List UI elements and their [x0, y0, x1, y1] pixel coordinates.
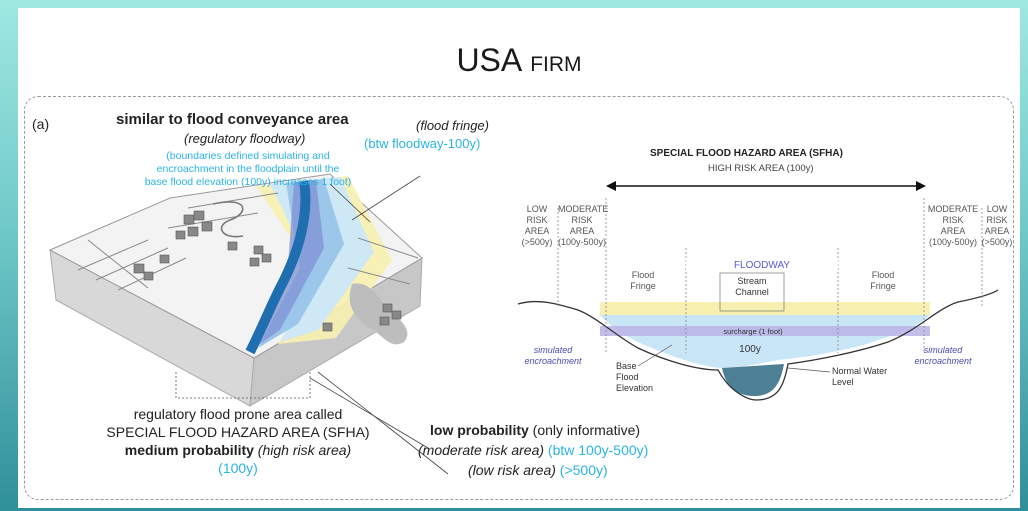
cross-section-illustration [517, 181, 999, 401]
sfha-bracket [175, 372, 311, 399]
conveyance-desc-3: base flood elevation (100y) increases 1 … [144, 176, 352, 188]
pointer-line [329, 183, 371, 223]
channel-dark [722, 364, 784, 396]
low-rest: (only informative) [528, 422, 641, 438]
title-main: USA [456, 42, 523, 78]
winding-road [212, 201, 244, 238]
fringe-title: (flood fringe) [416, 118, 489, 133]
conveyance-desc-1: (boundaries defined simulating and [166, 150, 330, 162]
medium-bold: medium probability [124, 442, 254, 458]
lowrisk-range: (>500y) [555, 462, 608, 478]
pointer-line [637, 344, 673, 367]
conveyance-title: similar to flood conveyance area [116, 111, 349, 128]
stream-channel [245, 180, 311, 355]
slide: USA FIRM [18, 8, 1020, 508]
medium-probability: medium probability (high risk area) [88, 442, 388, 458]
sfha-line-2: SPECIAL FLOOD HAZARD AREA (SFHA) [106, 424, 370, 440]
moderate-risk: (moderate risk area) (btw 100y-500y) [418, 442, 648, 458]
surcharge-band [600, 326, 930, 336]
medium-period: (100y) [218, 460, 258, 476]
conveyance-subtitle: (regulatory floodway) [184, 131, 306, 146]
sfha-line-1: regulatory flood prone area called [133, 406, 343, 422]
pointer-line [351, 175, 421, 221]
stream-channel-box [719, 272, 785, 312]
moderate-range: (btw 100y-500y) [544, 442, 649, 458]
surcharge-label: surcharge (1 foot) [723, 327, 783, 336]
medium-rest: (high risk area) [253, 442, 352, 458]
high-risk-label: HIGH RISK AREA (100y) [708, 163, 814, 174]
period-100y: 100y [739, 344, 761, 355]
figure-frame [24, 96, 1014, 500]
pointer-line [317, 371, 449, 475]
low-bold: low probability [430, 422, 529, 438]
fringe-range: (btw floodway-100y) [364, 136, 481, 151]
slide-title: USA FIRM [18, 42, 1020, 79]
lowrisk-text: (low risk area) [468, 462, 556, 478]
building-cluster [133, 210, 402, 332]
sfha-title: SPECIAL FLOOD HAZARD AREA (SFHA) [650, 148, 843, 159]
zone-dividers [557, 198, 983, 353]
floodway-label: FLOODWAY [686, 260, 838, 271]
moderate-text: (moderate risk area) [418, 442, 545, 458]
panel-label: (a) [32, 116, 50, 132]
low-risk: (low risk area) (>500y) [468, 462, 608, 478]
fringe-band [600, 302, 930, 315]
title-sub: FIRM [530, 53, 582, 76]
low-probability: low probability (only informative) [430, 422, 640, 438]
pointer-line [787, 367, 831, 373]
pointer-line [309, 377, 429, 449]
grey-lake [349, 283, 408, 345]
conveyance-desc-2: encroachment in the floodplain until the [156, 163, 340, 175]
ground-profile [517, 289, 999, 401]
terrain-block-illustration [48, 173, 449, 475]
